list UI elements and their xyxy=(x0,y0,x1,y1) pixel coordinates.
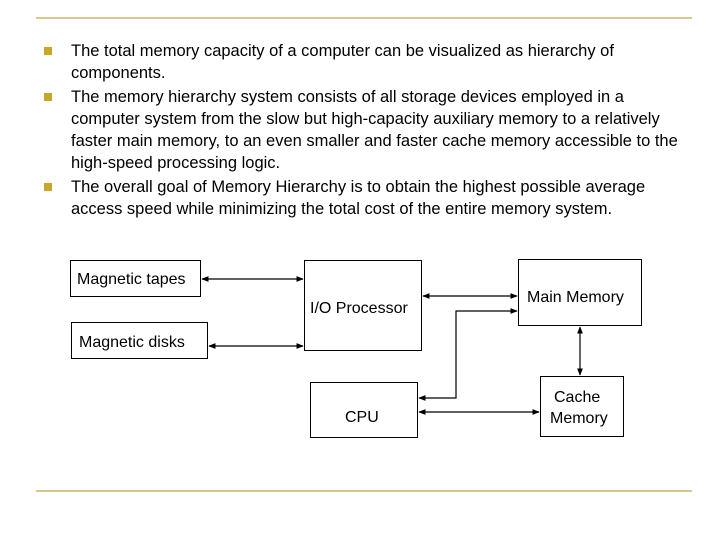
arrow-cpu-main-memory xyxy=(418,308,518,401)
bottom-divider xyxy=(36,490,692,492)
cpu-box: CPU xyxy=(310,382,418,438)
bullet-text-2: The memory hierarchy system consists of … xyxy=(71,88,678,172)
square-bullet-icon xyxy=(44,93,52,101)
bullet-text-3: The overall goal of Memory Hierarchy is … xyxy=(71,178,646,218)
square-bullet-icon xyxy=(44,47,52,55)
cpu-label: CPU xyxy=(345,409,379,426)
bullet-item-2: The memory hierarchy system consists of … xyxy=(44,86,689,174)
main-memory-box: Main Memory xyxy=(518,259,642,326)
io-processor-box: I/O Processor xyxy=(304,260,422,351)
io-processor-label: I/O Processor xyxy=(310,300,408,317)
bullet-item-1: The total memory capacity of a computer … xyxy=(44,40,689,84)
cache-memory-label-line1: Cache xyxy=(554,389,601,406)
bullet-list: The total memory capacity of a computer … xyxy=(44,40,689,222)
magnetic-disks-box: Magnetic disks xyxy=(71,322,208,359)
cache-memory-box: Cache Memory xyxy=(540,376,624,437)
magnetic-tapes-box: Magnetic tapes xyxy=(70,260,201,297)
top-divider xyxy=(36,17,692,19)
main-memory-label: Main Memory xyxy=(527,289,624,306)
bullet-text-1: The total memory capacity of a computer … xyxy=(71,42,614,82)
magnetic-tapes-label: Magnetic tapes xyxy=(77,271,186,288)
square-bullet-icon xyxy=(44,183,52,191)
cache-memory-label-line2: Memory xyxy=(550,410,608,427)
bullet-item-3: The overall goal of Memory Hierarchy is … xyxy=(44,176,689,220)
magnetic-disks-label: Magnetic disks xyxy=(79,334,185,351)
